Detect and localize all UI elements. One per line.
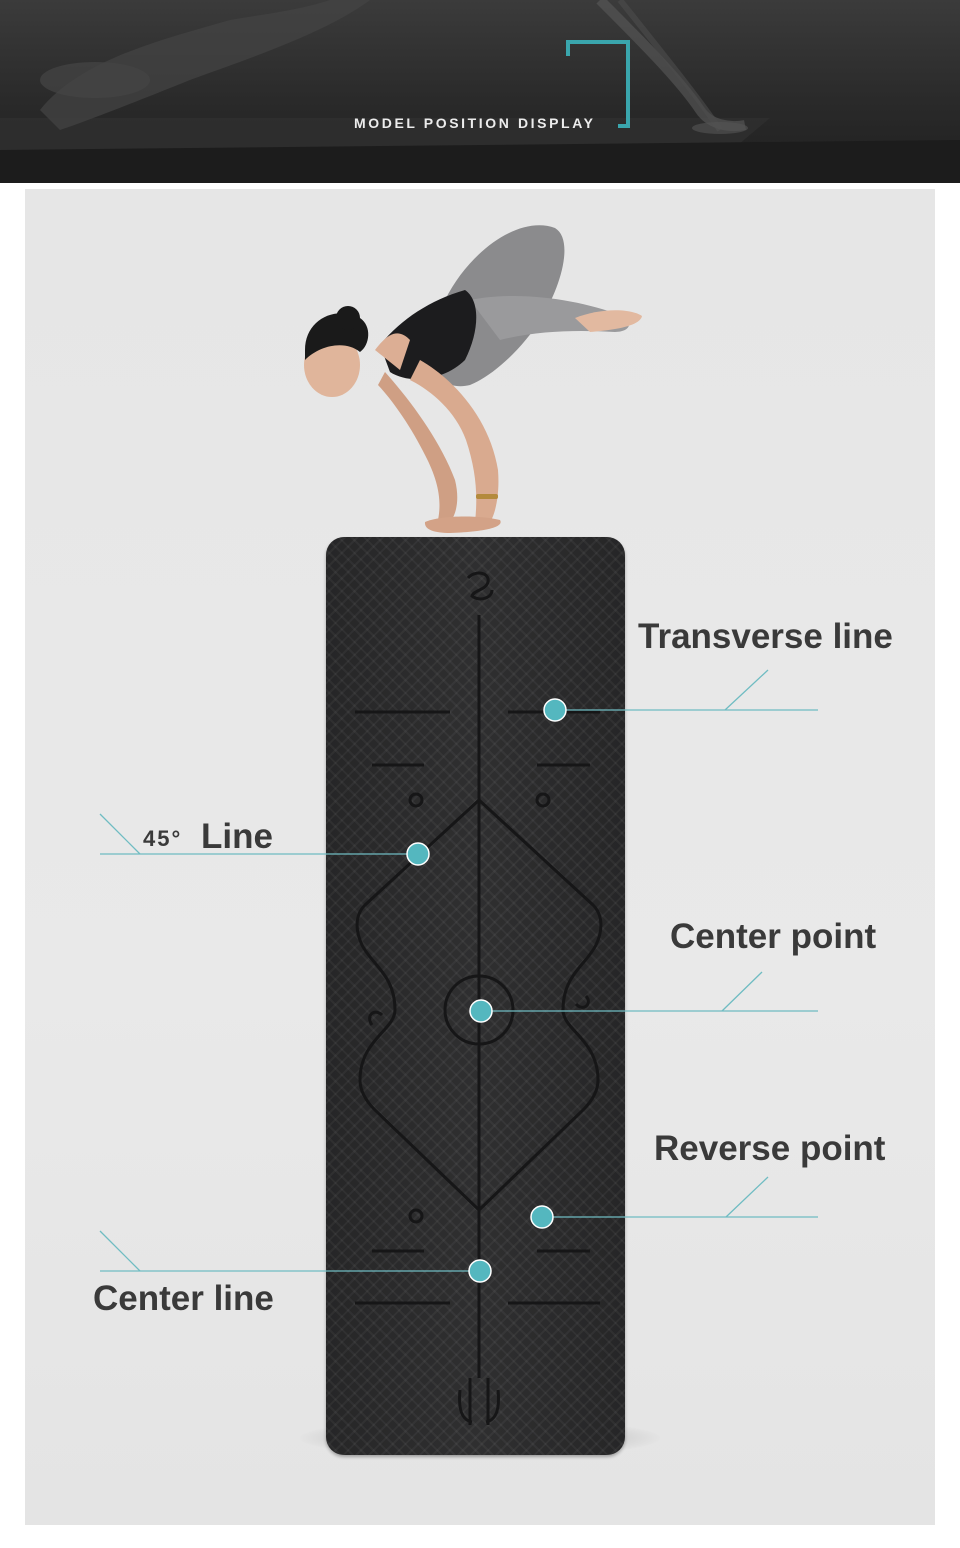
bracket-accent-icon xyxy=(566,40,630,128)
label-45-degree: 45° xyxy=(143,826,183,851)
label-reverse-point: Reverse point xyxy=(654,1129,886,1168)
label-45-line: Line xyxy=(201,817,273,856)
mat-alignment-markings xyxy=(355,571,603,1425)
callout-dot-center-line xyxy=(468,1259,492,1283)
banner-title: MODEL POSITION DISPLAY xyxy=(354,115,596,131)
header-banner: MODEL POSITION DISPLAY xyxy=(0,0,960,183)
callout-dot-reverse-point xyxy=(530,1205,554,1229)
callout-leader-lines xyxy=(99,669,818,1272)
banner-model-photo xyxy=(0,0,960,183)
callout-dot-center-point xyxy=(469,999,493,1023)
yoga-mat xyxy=(326,537,625,1455)
callout-dots xyxy=(406,698,567,1283)
label-center-point: Center point xyxy=(670,917,877,956)
callout-dot-45-line xyxy=(406,842,430,866)
label-center-line: Center line xyxy=(93,1279,274,1318)
callout-dot-transverse-line xyxy=(543,698,567,722)
label-transverse-line: Transverse line xyxy=(638,617,893,656)
